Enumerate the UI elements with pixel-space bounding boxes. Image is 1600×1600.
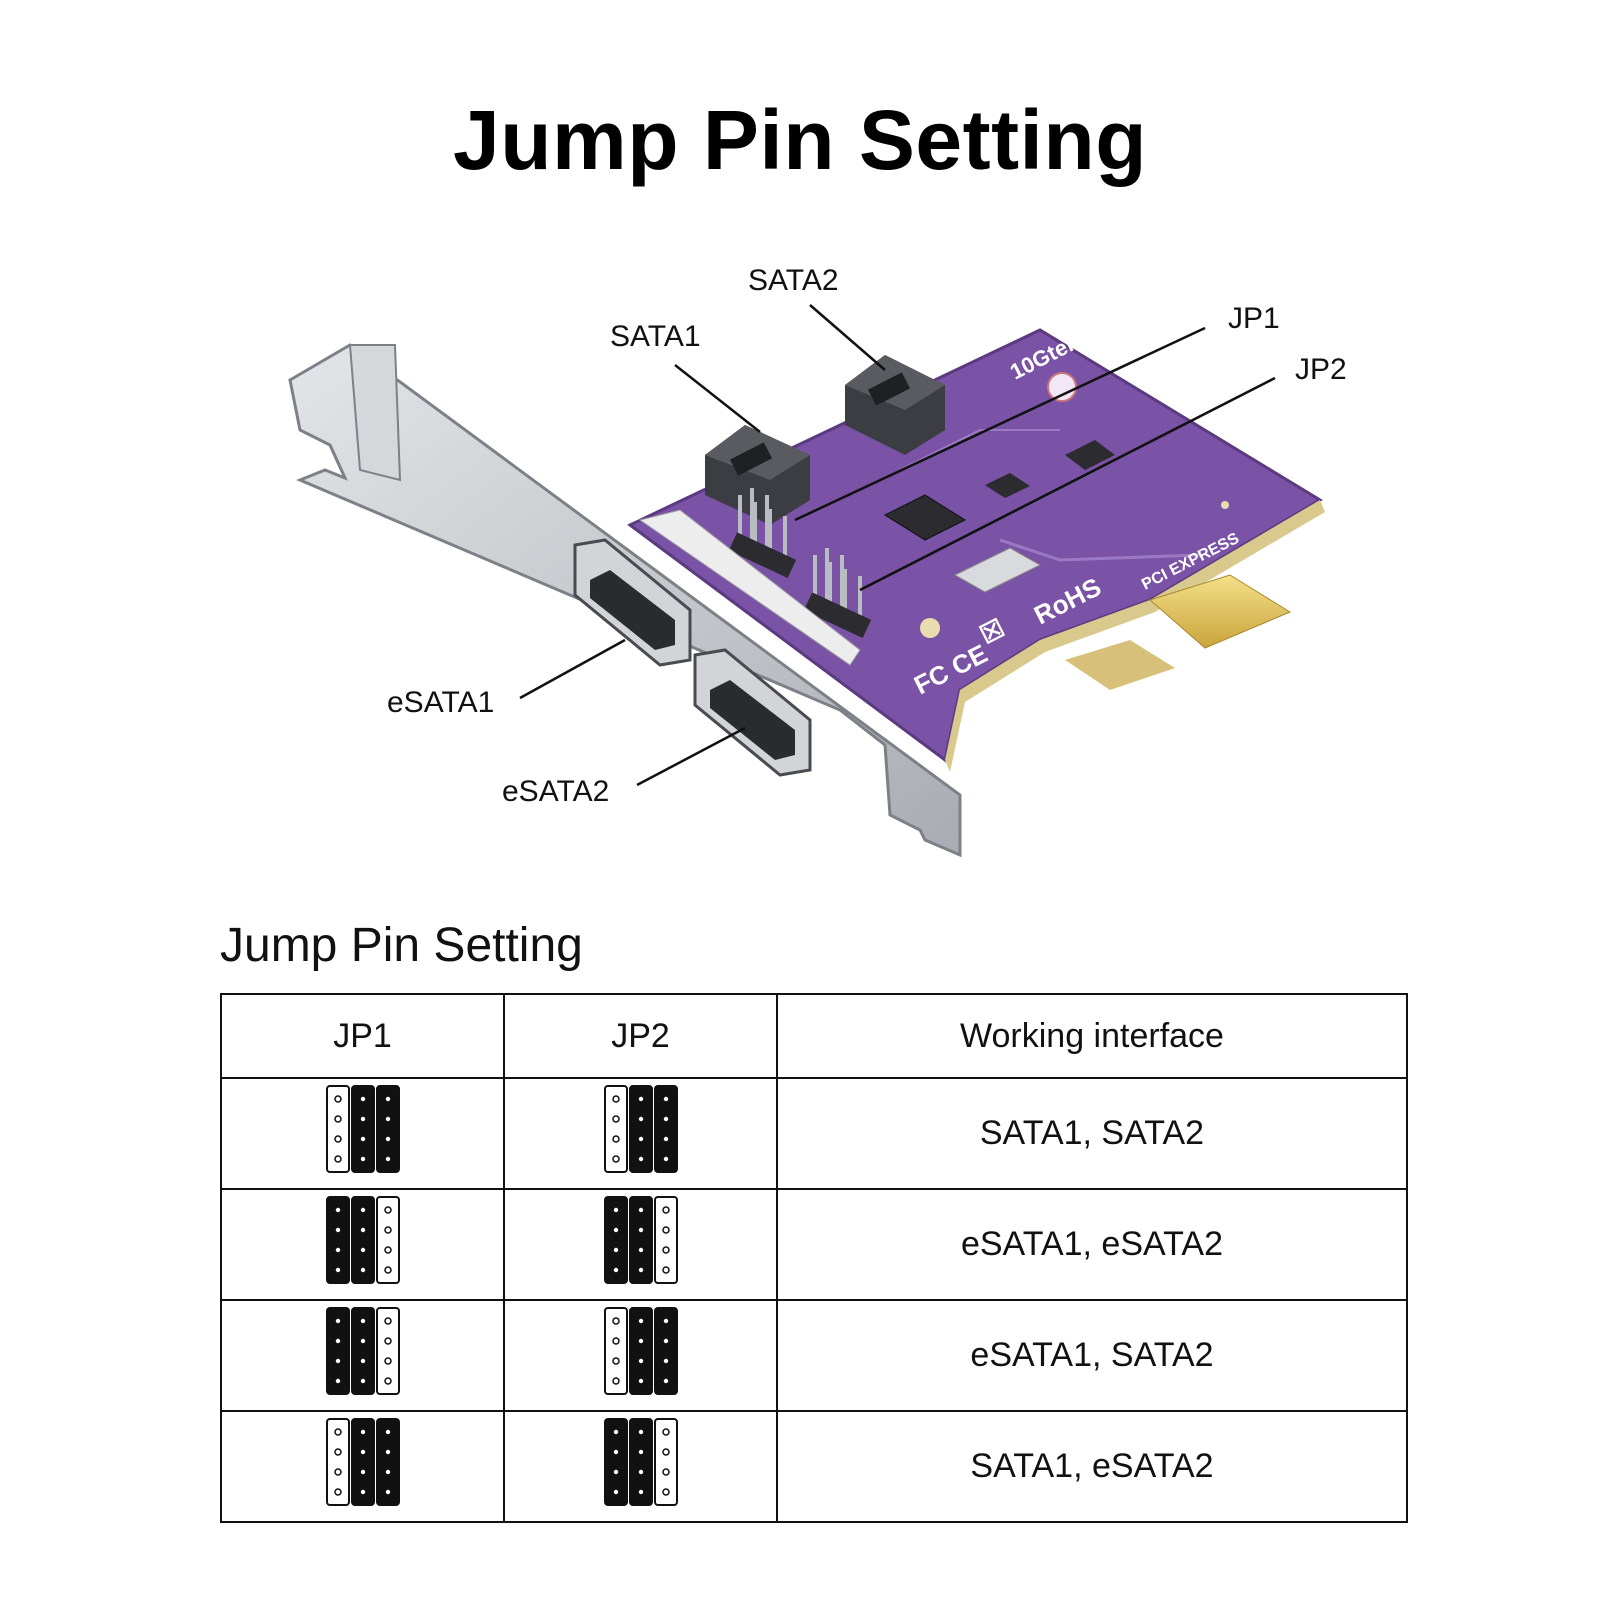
callout-jp1: JP1 (1228, 302, 1280, 335)
jp1-jumper-right-icon (325, 1085, 400, 1173)
esata1-port (573, 538, 692, 667)
cell-working-interface: eSATA1, eSATA2 (776, 1188, 1408, 1301)
jp2-jumper-left-icon (603, 1196, 678, 1284)
qc-sticker-icon (1047, 372, 1077, 402)
controller-chip (883, 494, 967, 541)
header-working-interface: Working interface (776, 993, 1408, 1079)
page-title: Jump Pin Setting (452, 93, 1148, 187)
cell-jp1-jumper (220, 1410, 505, 1523)
callout-jp2: JP2 (1295, 353, 1347, 386)
jp2-jumper-right-icon (603, 1085, 678, 1173)
pcie-card-illustration: 10Gtek RoHS PCI EXPRESS FC CE ⊠ (288, 304, 1325, 858)
callout-leader-lines (519, 304, 1276, 787)
table-row: SATA1, eSATA2 (220, 1410, 1408, 1523)
table-header-row: JP1 JP2 Working interface (220, 993, 1408, 1079)
table-row: eSATA1, SATA2 (220, 1299, 1408, 1412)
cell-jp2-jumper (503, 1188, 778, 1301)
cell-working-interface: SATA1, eSATA2 (776, 1410, 1408, 1523)
jp1-jumper-right-icon (325, 1418, 400, 1506)
callout-esata2: eSATA2 (502, 775, 610, 808)
table-title: Jump Pin Setting (220, 919, 583, 972)
esata2-port (693, 648, 812, 777)
cell-jp2-jumper (503, 1077, 778, 1190)
cell-working-interface: SATA1, SATA2 (776, 1077, 1408, 1190)
jp2-jumper-left-icon (603, 1418, 678, 1506)
sata2-connector (845, 355, 945, 455)
table-row: eSATA1, eSATA2 (220, 1188, 1408, 1301)
crystal-oscillator (953, 547, 1042, 593)
callout-sata1: SATA1 (610, 320, 701, 353)
cell-jp1-jumper (220, 1299, 505, 1412)
pcie-gold-fingers (1148, 574, 1292, 649)
cell-jp1-jumper (220, 1077, 505, 1190)
header-jp1: JP1 (220, 993, 505, 1079)
header-jp2: JP2 (503, 993, 778, 1079)
pcb-edge (945, 500, 1325, 772)
cell-jp2-jumper (503, 1299, 778, 1412)
callout-esata1: eSATA1 (387, 686, 495, 719)
jp1-jumper-left-icon (325, 1307, 400, 1395)
cell-working-interface: eSATA1, SATA2 (776, 1299, 1408, 1412)
jp2-jumper-right-icon (603, 1307, 678, 1395)
cell-jp1-jumper (220, 1188, 505, 1301)
callout-sata2: SATA2 (748, 264, 839, 297)
sata1-connector (705, 425, 810, 525)
table-row: SATA1, SATA2 (220, 1077, 1408, 1190)
cell-jp2-jumper (503, 1410, 778, 1523)
jp1-jumper-left-icon (325, 1196, 400, 1284)
